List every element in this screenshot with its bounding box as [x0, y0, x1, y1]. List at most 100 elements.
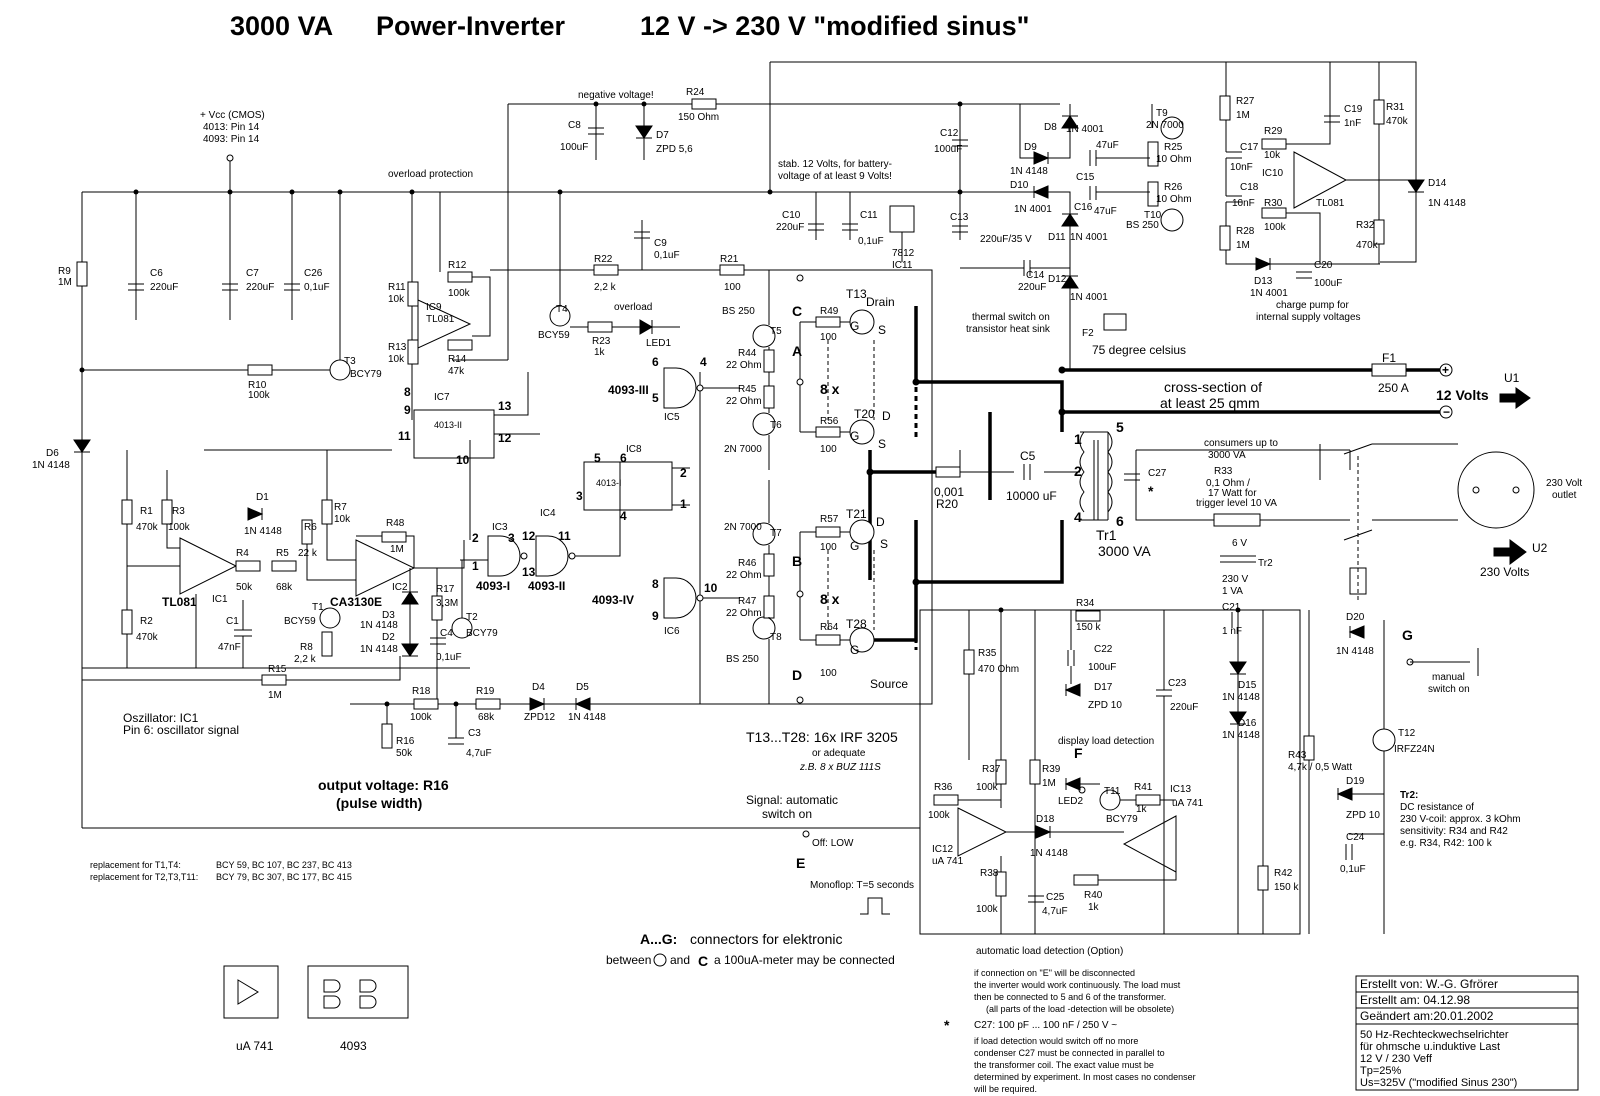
label-parts-r1v: 470k: [136, 522, 159, 533]
label-notes-stab_line1: stab. 12 Volts, for battery-: [778, 159, 892, 170]
label-notes-thermal_line1: thermal switch on: [972, 312, 1050, 323]
label-parts-r56: R56: [820, 416, 839, 427]
label-parts-r7: R7: [334, 502, 347, 513]
label-parts-r45v: 22 Ohm: [726, 396, 762, 407]
label-notes-c27_para_2: condenser C27 must be connected in paral…: [974, 1048, 1165, 1058]
svg-text:G: G: [850, 319, 859, 333]
svg-text:5: 5: [594, 451, 601, 465]
label-connectors-2: C: [792, 303, 802, 319]
label-parts-r41: R41: [1134, 782, 1153, 793]
label-parts-r6: R6: [304, 522, 317, 533]
label-notes-c27_note: C27: 100 pF ... 100 nF / 250 V ~: [974, 1020, 1117, 1031]
label-parts-d12v: 1N 4001: [1070, 292, 1108, 303]
label-parts-r35v: 470 Ohm: [978, 664, 1019, 675]
svg-text:4: 4: [620, 509, 627, 523]
label-parts-ic13: IC13: [1170, 784, 1192, 795]
label-connectors-5: F: [1074, 745, 1083, 761]
label-parts-r1: R1: [140, 506, 153, 517]
label-notes-display_load: display load detection: [1058, 736, 1154, 747]
label-parts-d9v: 1N 4148: [1010, 166, 1048, 177]
label-parts-r7v: 10k: [334, 514, 351, 525]
label-parts-ic3: IC3: [492, 522, 508, 533]
label-parts-d4: D4: [532, 682, 545, 693]
label-parts-r43v: 4,7k / 0,5 Watt: [1288, 762, 1352, 773]
label-parts-r41v: 1k: [1136, 804, 1148, 815]
label-parts-r8v: 2,2 k: [294, 654, 317, 665]
label-parts-t21: T21: [846, 507, 867, 521]
label-parts-r23v: 1k: [594, 347, 606, 358]
label-parts-tr2b: 230 V: [1222, 574, 1248, 585]
label-parts-c3: C3: [468, 728, 481, 739]
label-parts-d2v: 1N 4148: [360, 644, 398, 655]
label-notes-manual_1: manual: [1432, 672, 1465, 683]
transformer-section: C5 10000 uF 0,001 R20 1 2 4 5 6 Tr1 3000…: [934, 419, 1278, 597]
label-parts-r2v: 470k: [136, 632, 159, 643]
label-parts-r16v: 50k: [396, 748, 413, 759]
label-parts-ic12t: uA 741: [932, 856, 964, 867]
label-parts-r32v: 470k: [1356, 240, 1379, 251]
label-parts-r28v: 1M: [1236, 240, 1250, 251]
label-parts-c1v: 47nF: [218, 642, 241, 653]
label-parts-r15: R15: [268, 664, 287, 675]
label-notes-replacement_1a: replacement for T1,T4:: [90, 860, 181, 870]
svg-text:5: 5: [1116, 419, 1124, 435]
label-parts-r40: R40: [1084, 890, 1103, 901]
label-parts-c8v: 100uF: [560, 142, 588, 153]
label-notes-c27_para_4: determined by experiment. In most cases …: [974, 1072, 1196, 1082]
label-notes-twelve_volts: 12 Volts: [1436, 387, 1489, 403]
label-parts-t12: T12: [1398, 728, 1416, 739]
label-parts-r24v: 150 Ohm: [678, 112, 719, 123]
label-parts-t3: T3: [344, 356, 356, 367]
label-parts-c18v: 10nF: [1232, 198, 1255, 209]
label-notes-cross_line1: cross-section of: [1164, 379, 1262, 395]
label-notes-monoflop: Monoflop: T=5 seconds: [810, 880, 914, 891]
label-parts-t3t: BCY79: [350, 369, 382, 380]
label-notes-u2: U2: [1532, 541, 1548, 555]
label-parts-r30: R30: [1264, 198, 1283, 209]
output-section: 230 Volt outlet U2 230 Volts D20 1N 4148…: [1319, 443, 1582, 695]
label-parts-ic10: IC10: [1262, 168, 1284, 179]
label-parts-c17: C17: [1240, 142, 1259, 153]
label-notes-replacement_2a: replacement for T2,T3,T11:: [90, 872, 198, 882]
svg-text:+: +: [1442, 363, 1449, 377]
label-parts-c25v: 4,7uF: [1042, 906, 1068, 917]
label-parts-r13v: 10k: [388, 354, 405, 365]
svg-text:6: 6: [620, 451, 627, 465]
label-parts-r35: R35: [978, 648, 997, 659]
label-notes-u1: U1: [1504, 371, 1520, 385]
label-info_box-rows-6: Tp=25%: [1360, 1065, 1401, 1077]
label-info_box-rows-5: 12 V / 230 Veff: [1360, 1053, 1433, 1065]
label-parts-r17: R17: [436, 584, 455, 595]
label-parts-r14: R14: [448, 354, 467, 365]
label-parts-r38v: 100k: [976, 904, 999, 915]
label-parts-ic2: IC2: [392, 582, 408, 593]
label-parts-c15v: 47uF: [1096, 140, 1119, 151]
label-parts-r4v: 50k: [236, 582, 253, 593]
svg-text:4: 4: [700, 355, 707, 369]
label-parts-c4: C4: [440, 628, 453, 639]
label-parts-r36: R36: [934, 782, 953, 793]
label-parts-led1: LED1: [646, 338, 671, 349]
label-notes-r33_line1: R33: [1214, 466, 1233, 477]
label-parts-c23: C23: [1168, 678, 1187, 689]
label-parts-r11: R11: [388, 282, 406, 293]
label-parts-c13v: 220uF/35 V: [980, 234, 1032, 245]
label-parts-d1: D1: [256, 492, 269, 503]
label-notes-charge_line1: charge pump for: [1276, 300, 1349, 311]
label-parts-r11v: 10k: [388, 294, 405, 305]
label-parts-d5v: 1N 4148: [568, 712, 606, 723]
label-parts-c16v: 47uF: [1094, 206, 1117, 217]
svg-text:10: 10: [704, 581, 718, 595]
svg-text:10: 10: [456, 453, 470, 467]
label-parts-ic4t: 4093-II: [528, 579, 565, 593]
label-parts-c12: C12: [940, 128, 959, 139]
label-parts-r32: R32: [1356, 220, 1375, 231]
label-parts-t10: T10: [1144, 210, 1162, 221]
label-parts-t4: T4: [556, 304, 568, 315]
label-parts-d7v: ZPD 5,6: [656, 144, 693, 155]
title-middle: Power-Inverter: [376, 11, 566, 41]
label-parts-c3v: 4,7uF: [466, 748, 492, 759]
label-notes-thermal_line2: transistor heat sink: [966, 324, 1051, 335]
svg-text:5: 5: [652, 391, 659, 405]
label-parts-d13: D13: [1254, 276, 1273, 287]
